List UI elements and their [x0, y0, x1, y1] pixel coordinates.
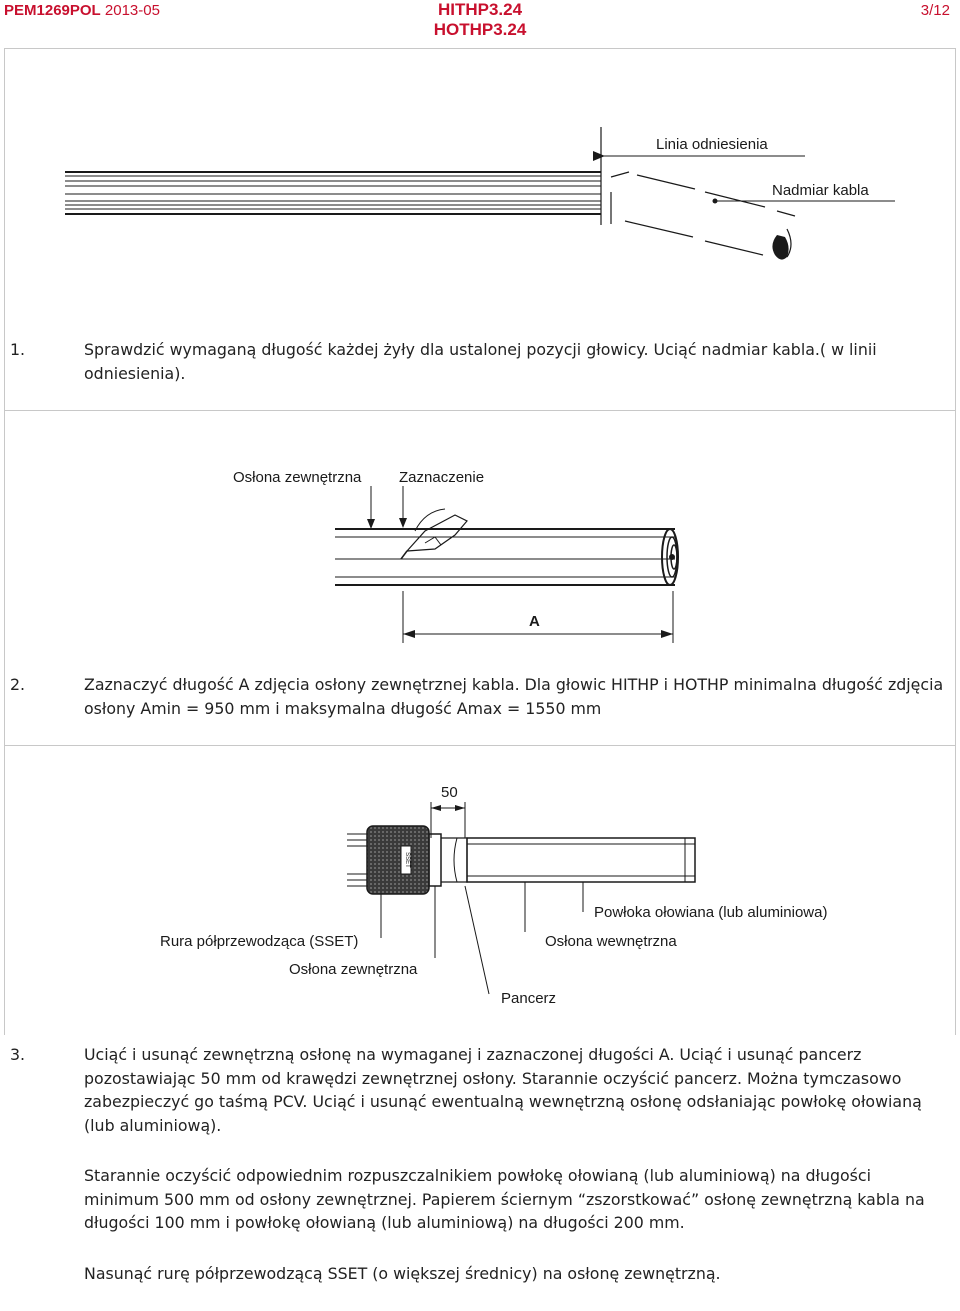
step3-text: Uciąć i usunąć zewnętrzną osłonę na wyma… [84, 1045, 922, 1135]
figure1-panel: Linia odniesienia Nadmiar kabla [4, 48, 956, 410]
inner-sheath-label: Osłona wewnętrzna [545, 933, 677, 950]
step1-text: Sprawdzić wymaganą długość każdej żyły d… [84, 340, 877, 383]
figure2-sheath-marking-drawing [335, 486, 679, 643]
sset-tag-text: SSET [404, 852, 410, 868]
step3-paragraph-sset: Nasunąć rurę półprzewodzącą SSET (o więk… [84, 1264, 721, 1283]
reference-line-label: Linia odniesienia [656, 136, 768, 153]
page-header: PEM1269POL 2013-05 HITHP3.24 HOTHP3.24 3… [0, 0, 960, 48]
outer-sheath-label: Osłona zewnętrzna [233, 469, 362, 486]
step3-number: 3. [10, 1045, 26, 1064]
marking-label: Zaznaczenie [399, 469, 485, 486]
product-title-line2: HOTHP3.24 [433, 20, 527, 39]
armour-label: Pancerz [501, 990, 557, 1007]
sset-tube-label: Rura półprzewodząca (SSET) [160, 933, 359, 950]
step3-paragraph-cleaning: Starannie oczyścić odpowiednim rozpuszcz… [84, 1166, 925, 1232]
product-title: HITHP3.24 HOTHP3.24 [0, 0, 960, 40]
excess-cable-label: Nadmiar kabla [772, 182, 869, 199]
dimension-a-label: A [529, 613, 540, 630]
product-title-line1: HITHP3.24 [437, 0, 523, 19]
figure3-armour-sset-drawing: SSET [347, 802, 696, 995]
figure2-panel: Osłona zewnętrzna Zaznaczenie A [4, 410, 956, 745]
dimension-50-label: 50 [441, 784, 458, 801]
step2-instruction: 2. Zaznaczyć długość A zdjęcia osłony ze… [10, 673, 950, 720]
document-code: PEM1269POL 2013-05 [4, 2, 160, 19]
figure1-cable-cut-drawing [65, 127, 895, 260]
document-date: 2013-05 [104, 2, 160, 19]
page-number: 3/12 [920, 2, 950, 19]
step3-instruction: 3. Uciąć i usunąć zewnętrzną osłonę na w… [10, 1043, 950, 1137]
step2-number: 2. [10, 675, 26, 694]
step1-number: 1. [10, 340, 26, 359]
step2-text: Zaznaczyć długość A zdjęcia osłony zewnę… [84, 675, 944, 718]
figure3-panel: SSET 50 Powłoka ołowiana (lub aluminiowa… [4, 745, 956, 1035]
step1-instruction: 1. Sprawdzić wymaganą długość każdej żył… [10, 338, 950, 385]
lead-sheath-label: Powłoka ołowiana (lub aluminiowa) [594, 904, 828, 921]
outer-sheath-label: Osłona zewnętrzna [289, 961, 418, 978]
